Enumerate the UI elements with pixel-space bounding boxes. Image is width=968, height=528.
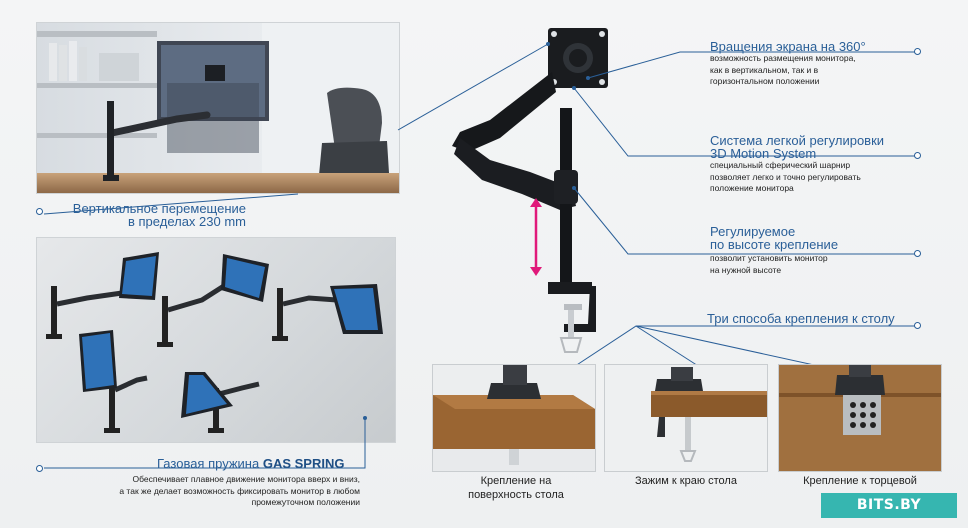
- positions-photo: [36, 237, 396, 443]
- height-text: позволит установить монитор на нужной вы…: [710, 253, 828, 275]
- height-title-line2: по высоте крепление: [710, 237, 839, 252]
- monitor-positions-illustration: [46, 252, 383, 433]
- position-1: [46, 252, 159, 339]
- mounting-title: Три способа крепления к столу: [707, 311, 895, 326]
- position-3: [272, 284, 383, 341]
- mount-option-grommet: [778, 364, 942, 472]
- height-dot: [914, 250, 921, 257]
- mount-caption-surface: Крепление на поверхность стола: [468, 475, 564, 501]
- position-2: [157, 254, 269, 347]
- clamp-base: [548, 282, 592, 294]
- gas-spring-title-prefix: Газовая пружина: [157, 456, 263, 471]
- vertical-title: Вертикальное перемещение в пределах 230 …: [70, 202, 246, 228]
- gas-spring-title: Газовая пружина GAS SPRING: [157, 457, 344, 470]
- monitor-arm-product: [452, 28, 608, 353]
- mount-option-edge-clamp: [604, 364, 768, 472]
- rotation-dot: [914, 48, 921, 55]
- mount-option-surface: [432, 364, 596, 472]
- clamp: [564, 286, 596, 332]
- office-scene-illustration: [37, 23, 399, 193]
- motion-dot: [914, 152, 921, 159]
- gas-spring-text: Обеспечивает плавное движение монитора в…: [119, 474, 360, 507]
- vertical-dot: [36, 208, 43, 215]
- site-logo: BITS.BY: [821, 493, 957, 518]
- motion-title-line2: 3D Motion System: [710, 146, 817, 161]
- height-title-line1: Регулируемое: [710, 224, 796, 239]
- height-title: Регулируемое по высоте крепление: [710, 225, 838, 251]
- position-5: [181, 372, 260, 433]
- lower-arm: [454, 138, 576, 210]
- vertical-title-line2: в пределах 230 mm: [128, 214, 247, 229]
- position-4: [79, 330, 148, 433]
- mount-caption-edge-clamp: Зажим к краю стола: [635, 475, 737, 487]
- motion-title: Система легкой регулировки 3D Motion Sys…: [710, 134, 884, 160]
- mounting-dot: [914, 322, 921, 329]
- rotation-title: Вращения экрана на 360°: [710, 39, 866, 54]
- gas-spring-dot: [36, 465, 43, 472]
- office-photo: [36, 22, 400, 194]
- vertical-title-line1: Вертикальное перемещение: [72, 201, 247, 216]
- motion-title-line1: Система легкой регулировки: [710, 133, 885, 148]
- mount-caption-grommet: Крепление к торцевой: [803, 475, 917, 487]
- upper-arm: [452, 72, 556, 152]
- rotation-text: возможность размещения монитора, как в в…: [710, 53, 856, 86]
- height-arrow: [530, 198, 542, 276]
- gas-spring-title-bold: GAS SPRING: [262, 456, 345, 471]
- motion-text: специальный сферический шарнир позволяет…: [710, 160, 861, 193]
